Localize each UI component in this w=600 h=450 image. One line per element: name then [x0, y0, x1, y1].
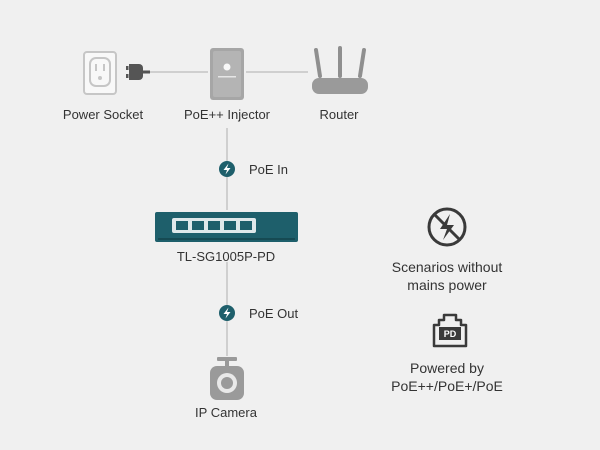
no-mains-caption: Scenarios without mains power: [392, 258, 503, 294]
pd-badge-text: PD: [444, 329, 457, 339]
poe-injector-label: PoE++ Injector: [184, 107, 270, 122]
ip-camera-label: IP Camera: [195, 405, 257, 420]
no-mains-line1: Scenarios without: [391, 259, 503, 275]
poe-in-label: PoE In: [249, 162, 289, 177]
switch-ports: [172, 218, 256, 233]
router-label: Router: [319, 107, 359, 122]
poe-injector-icon: [210, 48, 244, 100]
plug-icon: [126, 64, 150, 80]
powered-by-line1: Powered by: [410, 360, 484, 376]
poe-out-bolt-icon: [219, 305, 235, 321]
router-icon: [312, 46, 368, 94]
power-socket-icon: [83, 51, 117, 95]
poe-out-label: PoE Out: [249, 306, 299, 321]
ip-camera-icon: [210, 357, 244, 400]
switch-label: TL-SG1005P-PD: [176, 249, 276, 264]
no-mains-line2: mains power: [407, 277, 487, 293]
poe-in-bolt-icon: [219, 161, 235, 177]
powered-by-line2: PoE++/PoE+/PoE: [391, 378, 503, 394]
powered-by-caption: Powered by PoE++/PoE+/PoE: [391, 359, 503, 395]
pd-port-icon: PD: [432, 313, 468, 348]
power-socket-label: Power Socket: [62, 107, 144, 122]
switch-icon: [155, 212, 298, 242]
no-power-icon: [427, 207, 467, 247]
